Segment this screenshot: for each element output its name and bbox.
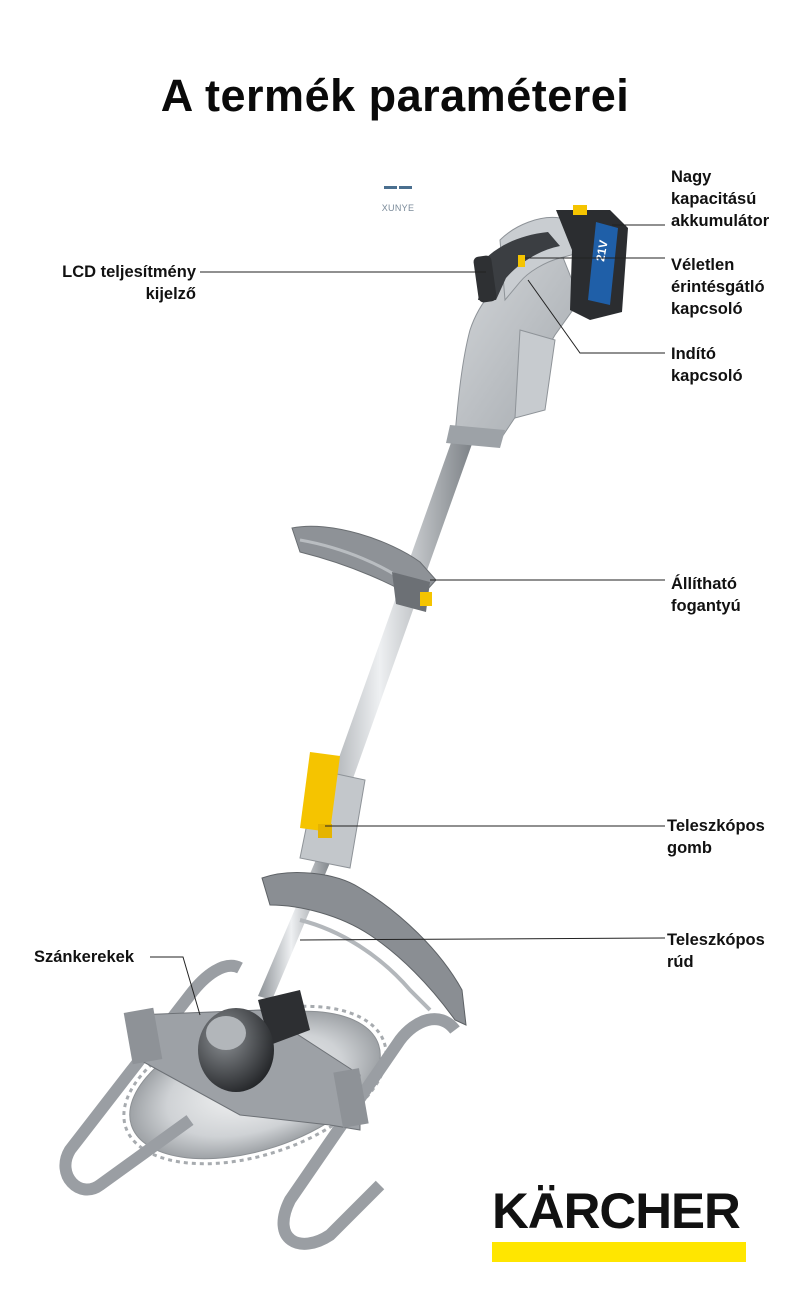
logo-yellow-stripe <box>492 1242 746 1262</box>
label-adjustable-handle: Állítható fogantyú <box>671 575 741 615</box>
watermark: XUNYE <box>378 186 418 216</box>
label-start-switch: Indító kapcsoló <box>671 345 743 385</box>
adjustable-handle <box>291 525 437 612</box>
label-lcd-display: LCD teljesítmény kijelző <box>62 263 196 303</box>
label-skid-wheels: Szánkerekek <box>34 948 134 966</box>
skid-wheels <box>59 959 460 1250</box>
handle-housing <box>446 216 591 448</box>
label-battery: Nagy kapacitású akkumulátor <box>671 168 770 230</box>
watermark-bar-icon <box>384 186 412 189</box>
motor-chassis <box>123 990 369 1131</box>
leader-lines <box>150 224 666 1016</box>
watermark-text: XUNYE <box>381 203 415 213</box>
battery-voltage-label: 21V <box>593 239 610 262</box>
label-telescopic-button: Teleszkópos gomb <box>667 817 765 857</box>
label-safety-switch: Véletlen érintésgátló kapcsoló <box>671 256 765 318</box>
blade-guard <box>261 872 467 1026</box>
battery-pack: 21V <box>556 205 628 320</box>
logo-text: KÄRCHER <box>492 1183 741 1239</box>
label-telescopic-rod: Teleszkópos rúd <box>667 931 765 971</box>
karcher-logo: KÄRCHER <box>492 1186 747 1262</box>
page-title: A termék paraméterei <box>160 70 630 121</box>
telescopic-sleeve <box>299 752 366 869</box>
